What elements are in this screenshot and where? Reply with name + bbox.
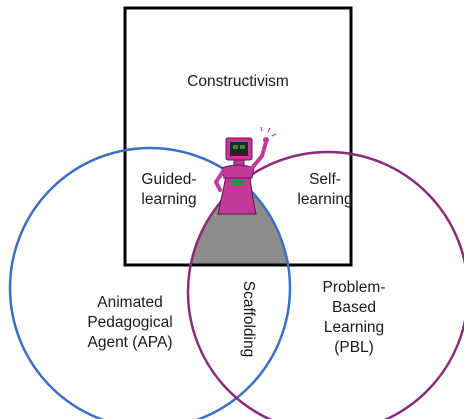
triple-overlap-region bbox=[188, 152, 290, 265]
guided-learning-label: Guided- learning bbox=[128, 170, 210, 210]
constructivism-label: Constructivism bbox=[187, 73, 289, 90]
pbl-line-4: (PBL) bbox=[334, 339, 374, 356]
robot-agent-icon bbox=[213, 126, 277, 215]
guided-learning-line-1: Guided- bbox=[141, 171, 197, 188]
self-learning-label: Self- learning bbox=[286, 170, 364, 210]
self-learning-line-1: Self- bbox=[309, 171, 341, 188]
apa-line-2: Pedagogical bbox=[87, 314, 173, 331]
scaffolding-label: Scaffolding bbox=[240, 280, 257, 358]
pbl-line-3: Learning bbox=[323, 319, 385, 336]
apa-label: Animated Pedagogical Agent (APA) bbox=[70, 293, 190, 353]
apa-line-1: Animated bbox=[97, 294, 163, 311]
pbl-line-1: Problem- bbox=[322, 279, 386, 296]
constructivism-box bbox=[123, 6, 353, 267]
apa-line-3: Agent (APA) bbox=[87, 334, 173, 351]
pbl-line-2: Based bbox=[332, 299, 376, 316]
apa-circle bbox=[8, 146, 292, 419]
guided-learning-line-2: learning bbox=[141, 191, 197, 208]
pbl-circle bbox=[186, 150, 464, 419]
self-learning-line-2: learning bbox=[297, 191, 353, 208]
pbl-label: Problem- Based Learning (PBL) bbox=[306, 278, 402, 358]
